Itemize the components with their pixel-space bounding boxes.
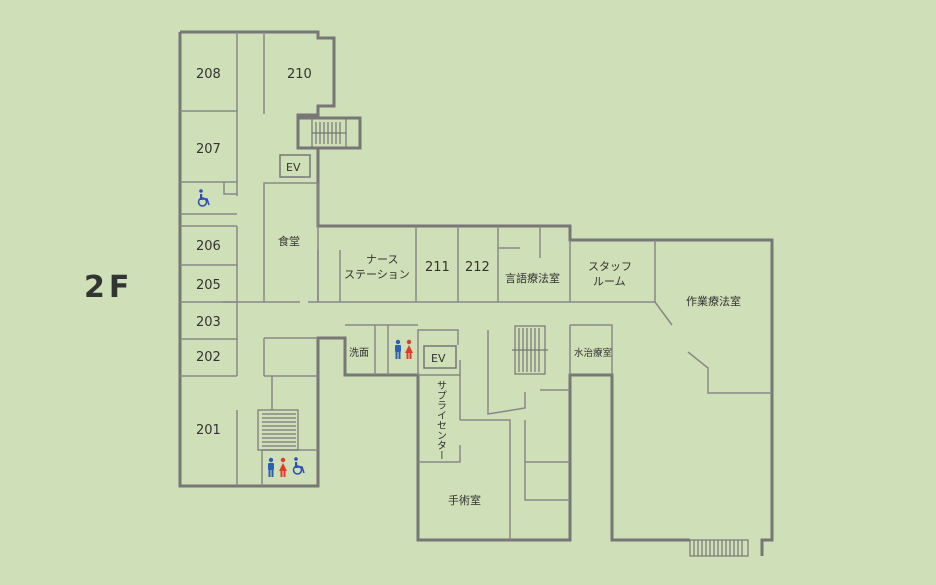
outer-walls [178,30,774,556]
floor-label: 2F [84,270,134,305]
speech-therapy-label: 言語療法室 [505,271,560,285]
room-208-label: 208 [196,67,221,82]
operating-room-label: 手術室 [448,493,481,507]
restroom-female-icon-west [279,457,287,477]
room-212-label: 212 [465,260,490,275]
stairs-east-exit [689,539,749,557]
room-202-label: 202 [196,350,221,365]
room-203-label: 203 [196,315,221,330]
nurse-station-label-2: ステーション [344,268,410,281]
room-206-label: 206 [196,239,221,254]
stairs-west [257,409,299,451]
staff-room-label-1: スタッフ [588,260,632,273]
supply-center-label: サプライセンター [435,380,447,460]
occupational-therapy-label: 作業療法室 [686,294,741,308]
room-211-label: 211 [425,260,450,275]
restroom-male-icon-mid [395,339,401,359]
wheelchair-icon-west [292,457,305,475]
stairs-center [512,325,548,375]
stairs-top [311,117,347,149]
restroom-female-icon-mid [405,339,413,359]
partitions [180,32,772,540]
wheelchair-icon [197,189,210,207]
room-207-label: 207 [196,142,221,157]
elevator-mid-box [423,345,457,369]
room-201-label: 201 [196,423,221,438]
room-210-label: 210 [287,67,312,82]
room-205-label: 205 [196,278,221,293]
hydrotherapy-label: 水治療室 [574,347,612,359]
elevator-mid-label: EV [431,352,446,365]
elevator-top-label: EV [286,161,301,174]
nurse-station-label-1: ナース [366,253,398,266]
staff-room-label-2: ルーム [593,275,626,288]
dining-label: 食堂 [278,234,300,248]
restroom-male-icon-west [268,457,274,477]
elevator-top-box [279,154,311,178]
washroom-label: 洗面 [349,347,369,359]
